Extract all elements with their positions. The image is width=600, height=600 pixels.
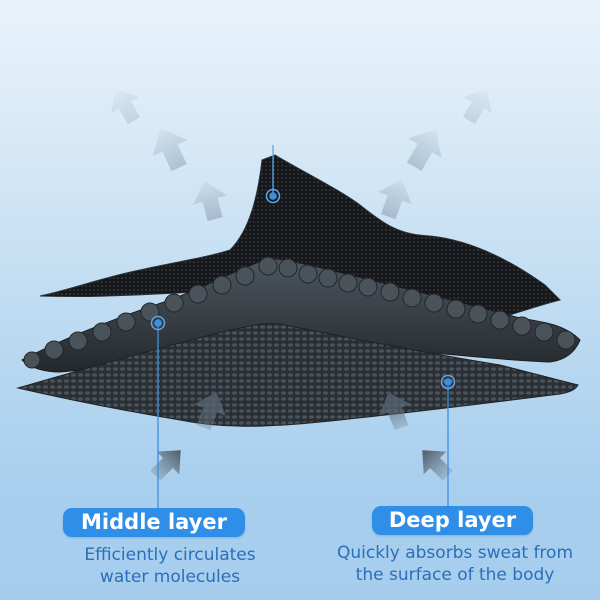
middle-layer-pin	[150, 315, 166, 510]
deep-layer-description-line-2: the surface of the body	[355, 565, 555, 585]
middle-layer-description-line-2: water molecules	[99, 567, 241, 587]
deep-layer-description: Quickly absorbs sweat from the surface o…	[310, 542, 600, 586]
deep-layer-description-line-1: Quickly absorbs sweat from	[336, 543, 574, 563]
deep-layer-label: Deep layer	[372, 506, 533, 535]
deep-layer-pin	[440, 374, 456, 508]
middle-layer-description: Efficiently circulates water molecules	[40, 544, 300, 588]
middle-layer-label: Middle layer	[63, 508, 245, 537]
top-layer-pin	[265, 145, 281, 204]
middle-layer-bumps	[23, 256, 576, 369]
middle-layer-description-line-1: Efficiently circulates	[84, 545, 256, 565]
